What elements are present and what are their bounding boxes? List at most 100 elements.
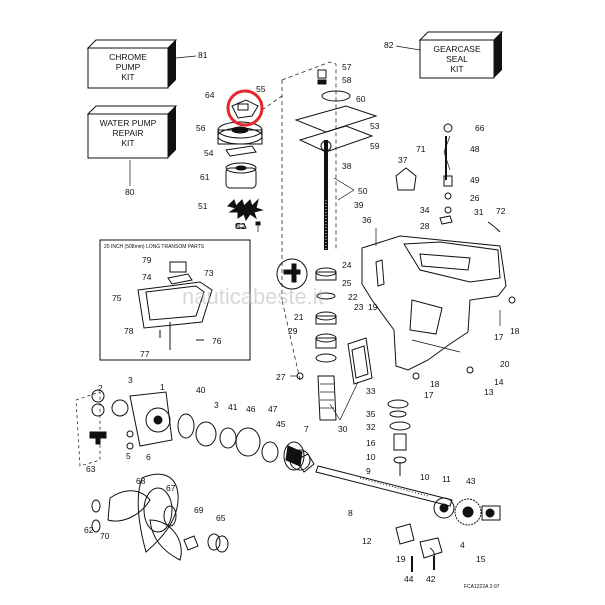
label-22: 22 xyxy=(348,292,358,302)
label-43: 43 xyxy=(466,476,476,486)
label-70: 70 xyxy=(100,531,110,541)
inset-label-77: 77 xyxy=(140,349,150,359)
inset-label-78: 78 xyxy=(124,326,134,336)
label-52: 52 xyxy=(236,221,246,231)
label-72: 72 xyxy=(496,206,506,216)
leader-lines xyxy=(329,135,451,421)
label-10-right: 10 xyxy=(420,472,430,482)
label-14: 14 xyxy=(494,377,504,387)
label-21: 21 xyxy=(294,312,304,322)
gearcase-housing xyxy=(361,235,507,371)
label-64: 64 xyxy=(205,90,215,100)
label-36: 36 xyxy=(362,215,372,225)
label-60: 60 xyxy=(356,94,366,104)
label-32: 32 xyxy=(366,422,376,432)
label-61: 61 xyxy=(200,172,210,182)
watermark: nauticabeste.it xyxy=(182,284,324,309)
water-tube-seals xyxy=(317,337,373,421)
ref-82: 82 xyxy=(384,40,394,50)
misc-bolts xyxy=(126,296,516,450)
center-washer-stack xyxy=(387,399,411,476)
water-pump-kit-line2: REPAIR xyxy=(112,128,143,138)
water-pump-kit-line1: WATER PUMP xyxy=(100,118,157,128)
label-50: 50 xyxy=(358,186,368,196)
inset-label-74: 74 xyxy=(142,272,152,282)
gearcase-seal-kit-box: GEARCASE SEAL KIT 82 xyxy=(384,31,504,79)
label-35: 35 xyxy=(366,409,376,419)
label-17-lower: 17 xyxy=(424,390,434,400)
bearing-carrier-parts xyxy=(75,389,305,471)
chrome-pump-kit-line3: KIT xyxy=(121,72,134,82)
label-63: 63 xyxy=(86,464,96,474)
label-27: 27 xyxy=(276,372,286,382)
label-20: 20 xyxy=(500,359,510,369)
label-44: 44 xyxy=(404,574,414,584)
inset-label-73: 73 xyxy=(204,268,214,278)
label-38: 38 xyxy=(342,161,352,171)
label-67: 67 xyxy=(166,483,176,493)
propeller xyxy=(91,473,229,561)
label-49: 49 xyxy=(470,175,480,185)
gearcase-kit-line3: KIT xyxy=(450,64,463,74)
label-48: 48 xyxy=(470,144,480,154)
inset-title: 20 INCH (508mm) LONG TRANSOM PARTS xyxy=(104,244,205,250)
label-19-lower: 19 xyxy=(396,554,406,564)
label-45: 45 xyxy=(276,419,286,429)
label-51: 51 xyxy=(198,201,208,211)
chrome-pump-kit-line1: CHROME xyxy=(109,52,147,62)
lower-parts xyxy=(395,523,443,572)
label-3-right: 3 xyxy=(214,400,219,410)
pump-housing-plates xyxy=(294,69,378,153)
label-3-left: 3 xyxy=(128,375,133,385)
label-2: 2 xyxy=(98,383,103,393)
label-34: 34 xyxy=(420,205,430,215)
footer-code: FCA1222A 2-97 xyxy=(464,584,500,590)
label-8: 8 xyxy=(348,508,353,518)
part-labels: 57 58 60 53 59 64 55 56 54 61 51 52 38 5… xyxy=(84,62,520,584)
label-26: 26 xyxy=(470,193,480,203)
label-28: 28 xyxy=(420,221,430,231)
label-17-right: 17 xyxy=(494,332,504,342)
label-47: 47 xyxy=(268,404,278,414)
label-29: 29 xyxy=(288,326,298,336)
label-62: 62 xyxy=(84,525,94,535)
chrome-pump-kit-box: CHROME PUMP KIT 81 xyxy=(86,39,208,89)
label-37: 37 xyxy=(398,155,408,165)
label-18-right: 18 xyxy=(510,326,520,336)
water-pump-kit-box: WATER PUMP REPAIR KIT 80 xyxy=(86,105,178,197)
label-39: 39 xyxy=(354,200,364,210)
shift-rod-parts xyxy=(375,123,501,246)
water-pump-kit-line3: KIT xyxy=(121,138,134,148)
label-68: 68 xyxy=(136,476,146,486)
label-41: 41 xyxy=(228,402,238,412)
label-31: 31 xyxy=(474,207,484,217)
ref-80: 80 xyxy=(125,187,135,197)
label-19: 19 xyxy=(368,302,378,312)
label-56: 56 xyxy=(196,123,206,133)
label-12: 12 xyxy=(362,536,372,546)
inset-label-76: 76 xyxy=(212,336,222,346)
long-transom-inset: 20 INCH (508mm) LONG TRANSOM PARTS xyxy=(99,239,251,361)
label-46: 46 xyxy=(246,404,256,414)
water-pump-assembly xyxy=(217,99,264,232)
label-11: 11 xyxy=(442,474,451,484)
inset-label-79: 79 xyxy=(142,255,152,265)
label-5: 5 xyxy=(126,451,131,461)
label-13: 13 xyxy=(484,387,494,397)
label-33: 33 xyxy=(366,386,376,396)
highlight-circle xyxy=(226,89,264,127)
label-1: 1 xyxy=(160,382,165,392)
inset-label-75: 75 xyxy=(112,293,122,303)
label-4: 4 xyxy=(460,540,465,550)
label-16: 16 xyxy=(366,438,376,448)
label-40: 40 xyxy=(196,385,206,395)
label-6: 6 xyxy=(146,452,151,462)
label-58: 58 xyxy=(342,75,352,85)
label-18-lower: 18 xyxy=(430,379,440,389)
label-15: 15 xyxy=(476,554,486,564)
driveshaft xyxy=(320,140,332,250)
label-42: 42 xyxy=(426,574,436,584)
chrome-pump-kit-line2: PUMP xyxy=(116,62,141,72)
